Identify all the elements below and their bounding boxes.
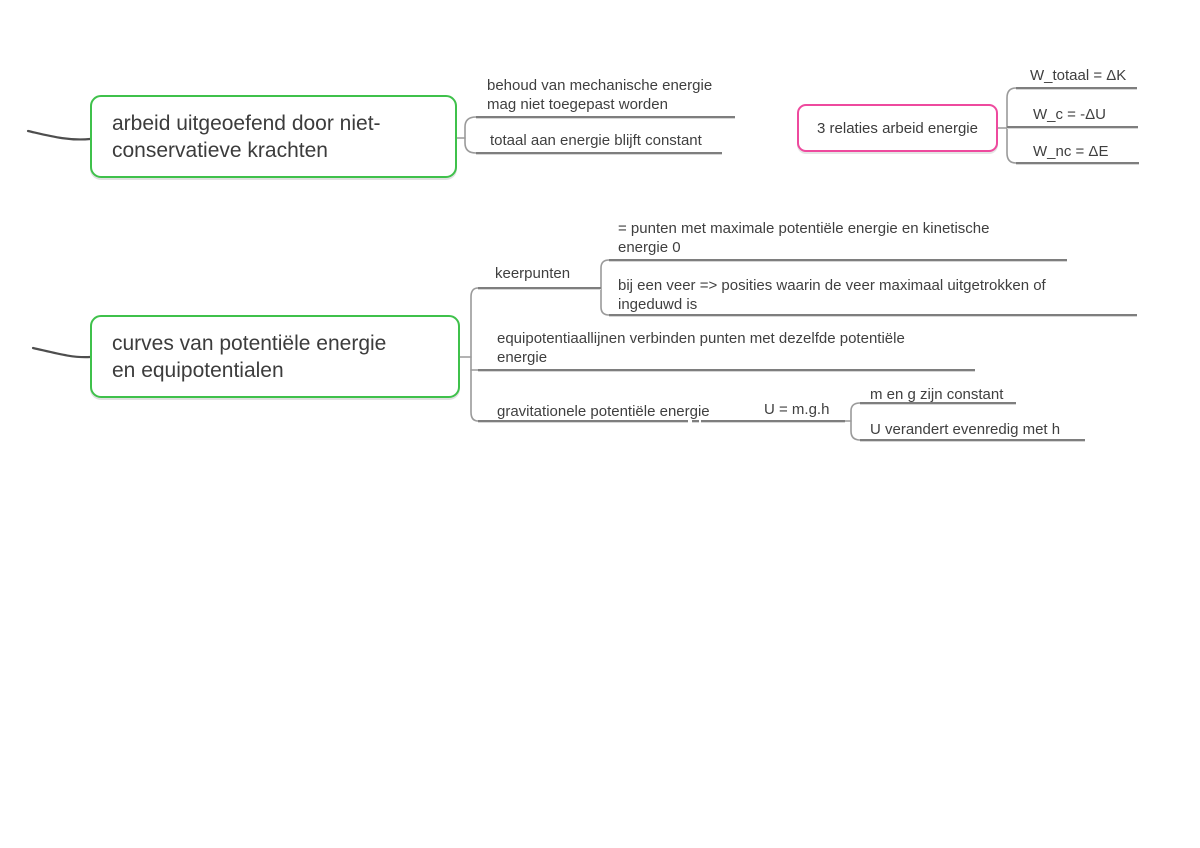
topic-w-c[interactable]: W_c = -ΔU [1033,106,1106,123]
fork-curves-bracket [470,287,479,422]
topic-equipotentiaal[interactable]: equipotentiaallijnen verbinden punten me… [497,330,905,366]
fork-formule-bracket [850,402,861,441]
topic-veer[interactable]: bij een veer => posities waarin de veer … [618,277,1046,313]
topic-punten[interactable]: = punten met maximale potentiële energie… [618,220,990,256]
topic-u-evenredig[interactable]: U verandert evenredig met h [870,421,1061,438]
root-branches [26,129,92,359]
root-branch-arbeid [26,129,92,141]
main-topic-relaties[interactable]: 3 relaties arbeid energie [797,104,998,152]
fork-relaties-bracket [1006,87,1017,164]
topic-gravitationeel[interactable]: gravitationele potentiële energie [497,403,710,420]
topic-formule-ugh[interactable]: U = m.g.h [764,401,830,418]
topic-keerpunten[interactable]: keerpunten [495,265,571,282]
topic-behoud[interactable]: behoud van mechanische energie mag niet … [487,77,713,113]
main-topic-curves[interactable]: curves van potentiële energie en equipot… [90,315,460,398]
topic-totaal[interactable]: totaal aan energie blijft constant [490,132,702,149]
topic-w-totaal[interactable]: W_totaal = ΔK [1030,67,1127,84]
fork-arbeid-bracket [464,116,477,154]
topic-w-nc[interactable]: W_nc = ΔE [1033,143,1109,160]
main-topic-arbeid[interactable]: arbeid uitgeoefend door niet- conservati… [90,95,457,178]
fork-keerpunten-bracket [600,259,610,316]
topic-mg-constant[interactable]: m en g zijn constant [870,386,1004,403]
root-branch-curves [31,346,92,359]
